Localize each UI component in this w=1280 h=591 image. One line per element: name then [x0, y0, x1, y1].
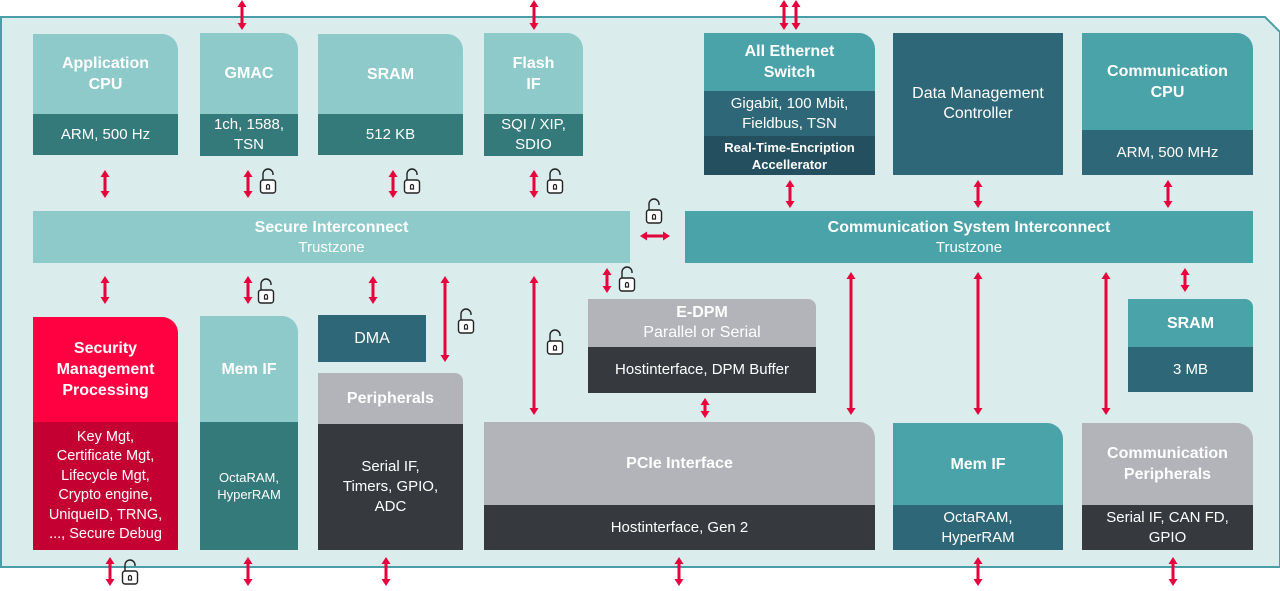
sram-right-block: SRAM 3 MB: [1128, 299, 1253, 392]
double-arrow-icon: [1168, 557, 1178, 586]
double-arrow-icon: [243, 276, 253, 304]
mem-if-left-block: Mem IF OctaRAM, HyperRAM: [200, 316, 298, 550]
double-arrow-icon: [100, 276, 110, 304]
sram-detail: 512 KB: [318, 114, 463, 155]
unlocked-padlock-icon: [259, 168, 277, 194]
mem-if-left-title: Mem IF: [200, 316, 298, 422]
dma-block: DMA: [318, 315, 426, 362]
mem-if-right-block: Mem IF OctaRAM, HyperRAM: [893, 423, 1063, 550]
unlocked-padlock-icon: [121, 559, 139, 585]
secure-interconnect: Secure Interconnect Trustzone: [33, 211, 630, 263]
security-management-title: Security Management Processing: [33, 317, 178, 422]
double-arrow-icon: [529, 0, 539, 30]
double-arrow-icon: [388, 170, 398, 198]
peripherals-title: Peripherals: [318, 373, 463, 424]
mem-if-right-detail: OctaRAM, HyperRAM: [893, 505, 1063, 550]
edpm-subtitle: Parallel or Serial: [643, 324, 761, 341]
edpm-detail: Hostinterface, DPM Buffer: [588, 347, 816, 393]
security-management-block: Security Management Processing Key Mgt, …: [33, 317, 178, 550]
security-management-detail: Key Mgt, Certificate Mgt, Lifecycle Mgt,…: [33, 422, 178, 550]
data-management-controller-title: Data Management Controller: [912, 85, 1044, 122]
communication-interconnect-sub: Trustzone: [935, 238, 1003, 256]
double-arrow-icon: [602, 268, 612, 293]
sram-title: SRAM: [318, 34, 463, 114]
double-arrow-icon: [368, 276, 378, 304]
double-arrow-icon: [529, 276, 539, 415]
sram-block: SRAM 512 KB: [318, 34, 463, 155]
communication-system-interconnect: Communication System Interconnect Trustz…: [685, 211, 1253, 263]
edpm-title: E-DPM: [676, 304, 728, 321]
double-arrow-icon: [779, 0, 789, 30]
unlocked-padlock-icon: [546, 329, 564, 355]
double-arrow-icon: [674, 557, 684, 586]
pcie-interface-detail: Hostinterface, Gen 2: [484, 505, 875, 550]
double-arrow-icon: [973, 557, 983, 586]
double-arrow-icon: [1180, 268, 1190, 292]
application-cpu-detail: ARM, 500 Hz: [33, 114, 178, 155]
communication-peripherals-title: Communication Peripherals: [1082, 423, 1253, 505]
pcie-interface-block: PCIe Interface Hostinterface, Gen 2: [484, 422, 875, 550]
double-arrow-icon: [785, 180, 795, 208]
data-management-controller-block: Data Management Controller: [893, 33, 1063, 175]
double-arrow-icon: [640, 231, 670, 241]
application-cpu-title: Application CPU: [33, 34, 178, 114]
double-arrow-icon: [700, 398, 710, 418]
unlocked-padlock-icon: [645, 198, 663, 224]
communication-peripherals-block: Communication Peripherals Serial IF, CAN…: [1082, 423, 1253, 550]
flash-if-title: Flash IF: [484, 33, 583, 114]
peripherals-block: Peripherals Serial IF, Timers, GPIO, ADC: [318, 373, 463, 550]
edpm-block: E-DPM Parallel or Serial Hostinterface, …: [588, 299, 816, 393]
peripherals-detail: Serial IF, Timers, GPIO, ADC: [318, 424, 463, 550]
gmac-title: GMAC: [200, 33, 298, 114]
mem-if-left-detail: OctaRAM, HyperRAM: [200, 422, 298, 550]
double-arrow-icon: [973, 272, 983, 415]
double-arrow-icon: [243, 170, 253, 198]
secure-interconnect-sub: Trustzone: [298, 238, 365, 256]
unlocked-padlock-icon: [257, 278, 275, 304]
double-arrow-icon: [243, 557, 253, 586]
communication-cpu-block: Communication CPU ARM, 500 MHz: [1082, 33, 1253, 175]
double-arrow-icon: [237, 0, 247, 30]
double-arrow-icon: [105, 557, 115, 586]
sram-right-title: SRAM: [1128, 299, 1253, 347]
double-arrow-icon: [381, 557, 391, 586]
application-cpu-block: Application CPU ARM, 500 Hz: [33, 34, 178, 155]
mem-if-right-title: Mem IF: [893, 423, 1063, 505]
flash-if-block: Flash IF SQI / XIP, SDIO: [484, 33, 583, 156]
flash-if-detail: SQI / XIP, SDIO: [484, 114, 583, 156]
double-arrow-icon: [791, 0, 801, 30]
communication-interconnect-title: Communication System Interconnect: [827, 218, 1111, 236]
communication-cpu-title: Communication CPU: [1082, 33, 1253, 130]
pcie-interface-title: PCIe Interface: [484, 422, 875, 505]
dma-title: DMA: [354, 329, 390, 347]
unlocked-padlock-icon: [403, 168, 421, 194]
gmac-detail: 1ch, 1588, TSN: [200, 114, 298, 156]
secure-interconnect-title: Secure Interconnect: [254, 218, 409, 236]
ethernet-switch-block: All Ethernet Switch Gigabit, 100 Mbit, F…: [704, 33, 875, 175]
double-arrow-icon: [100, 170, 110, 198]
double-arrow-icon: [440, 276, 450, 362]
communication-cpu-detail: ARM, 500 MHz: [1082, 130, 1253, 175]
ethernet-switch-detail: Gigabit, 100 Mbit, Fieldbus, TSN: [704, 91, 875, 136]
unlocked-padlock-icon: [457, 308, 475, 334]
double-arrow-icon: [1101, 272, 1111, 415]
double-arrow-icon: [973, 180, 983, 208]
encryption-accelerator: Real-Time-Encription Accellerator: [704, 136, 875, 175]
double-arrow-icon: [846, 272, 856, 415]
gmac-block: GMAC 1ch, 1588, TSN: [200, 33, 298, 156]
double-arrow-icon: [529, 170, 539, 198]
communication-peripherals-detail: Serial IF, CAN FD, GPIO: [1082, 505, 1253, 550]
sram-right-detail: 3 MB: [1128, 347, 1253, 392]
double-arrow-icon: [1163, 180, 1173, 208]
unlocked-padlock-icon: [618, 266, 636, 292]
unlocked-padlock-icon: [546, 168, 564, 194]
ethernet-switch-title: All Ethernet Switch: [704, 33, 875, 91]
